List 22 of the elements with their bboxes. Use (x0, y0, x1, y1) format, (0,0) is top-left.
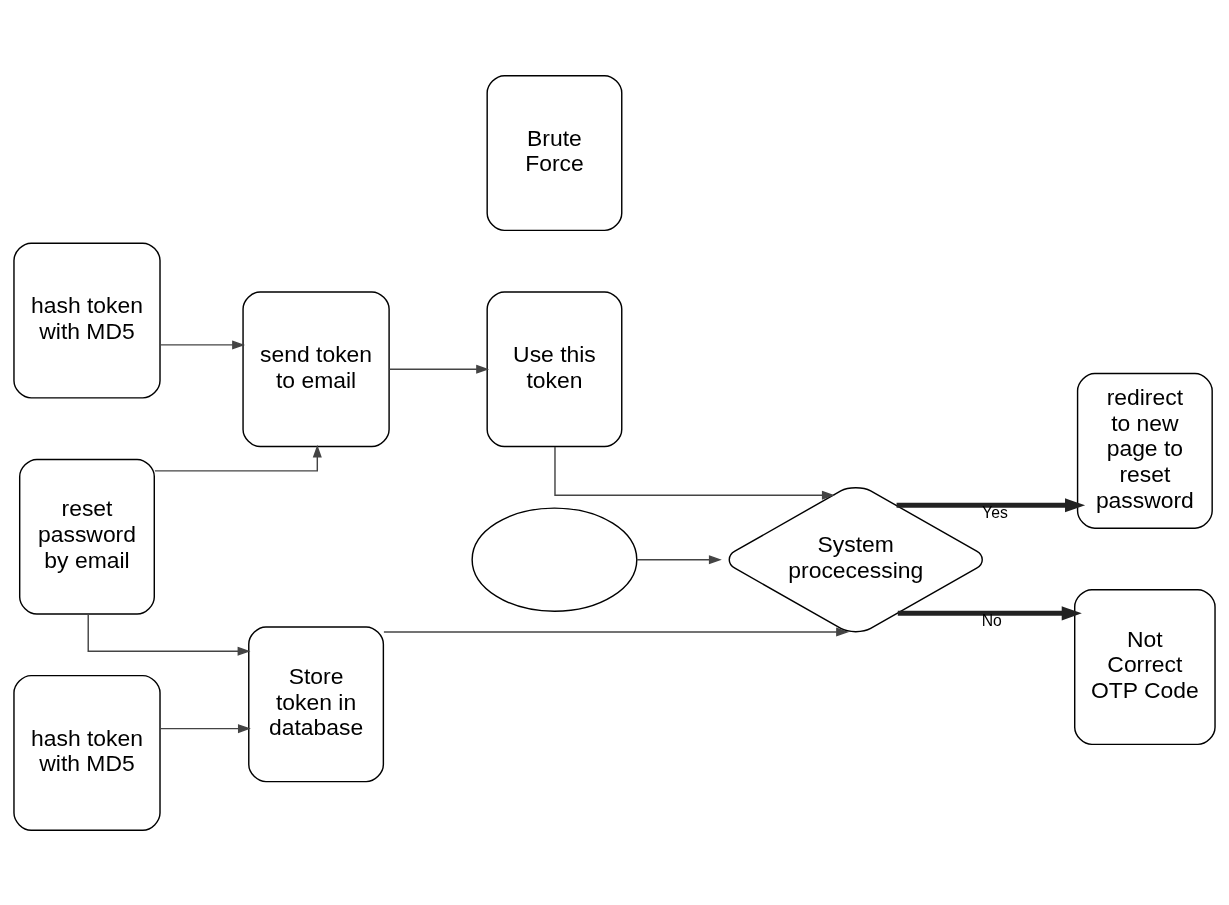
node-box: Use this token (486, 290, 623, 447)
node-box: Not Correct OTP Code (1074, 588, 1216, 745)
arrow (554, 445, 835, 500)
arrow (897, 605, 1082, 620)
arrow (87, 613, 251, 656)
arrow (896, 497, 1086, 512)
arrow (159, 339, 246, 349)
node-box: send token to email (242, 290, 390, 447)
arrow (388, 364, 490, 374)
edge-label: No (981, 611, 1002, 629)
node-box: redirect to new page to reset password (1076, 372, 1213, 529)
node-box: hash token with MD5 (13, 242, 161, 399)
node-circle (471, 506, 638, 612)
node-box: hash token with MD5 (13, 674, 161, 831)
arrow (159, 723, 251, 733)
arrow (154, 444, 322, 472)
node-box: reset password by email (19, 458, 155, 615)
node-box: Brute Force (486, 74, 623, 231)
arrow (383, 626, 850, 636)
node-box: Store token in database (248, 625, 385, 782)
edge-label: Yes (982, 503, 1008, 521)
arrow (636, 554, 722, 564)
